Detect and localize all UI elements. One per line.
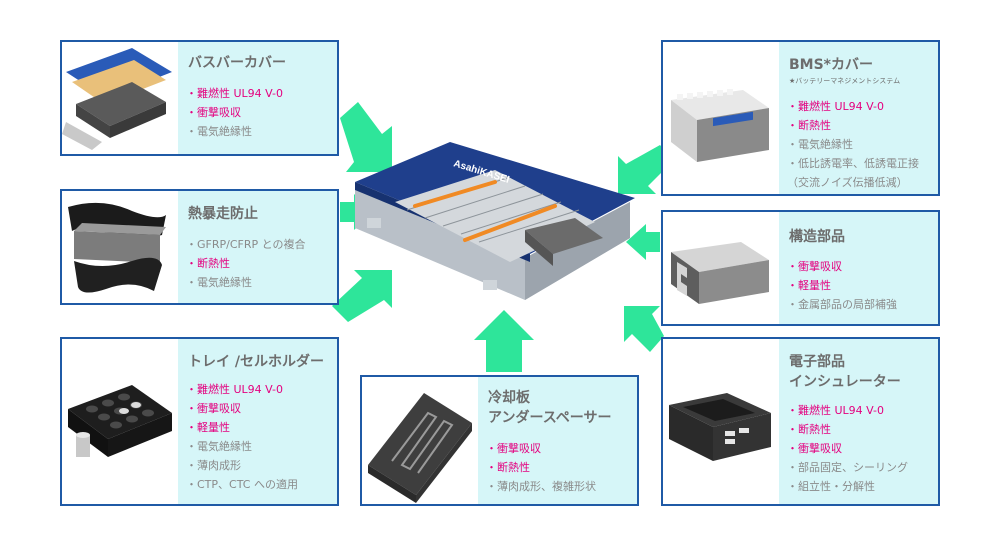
card-structural-parts: 構造部品 ・衝撃吸収 ・軽量性 ・金属部品の局部補強 <box>661 210 940 326</box>
tray-cell-holder-title: トレイ /セルホルダー <box>188 354 324 370</box>
thermal-runaway-text-panel: 熱暴走防止 ・GFRP/CFRP との複合 ・断熱性 ・電気絶縁性 <box>178 191 337 303</box>
feature-item: ・薄肉成形、複雑形状 <box>486 480 596 493</box>
feature-item: ・断熱性 <box>486 461 530 474</box>
feature-item: ・難燃性 UL94 V-0 <box>186 87 284 100</box>
bms-cover-title: BMS*カバー <box>789 57 874 73</box>
feature-item: （交流ノイズ伝播低減） <box>787 176 908 189</box>
feature-item: ・電気絶縁性 <box>787 138 853 151</box>
electronic-insulator-title-line2: インシュレーター <box>789 374 901 390</box>
thermal-runaway-image <box>62 191 178 303</box>
cooling-plate-title-line1: 冷却板 <box>488 390 530 406</box>
cooling-plate-title-line2: アンダースペーサー <box>488 410 612 426</box>
card-thermal-runaway: 熱暴走防止 ・GFRP/CFRP との複合 ・断熱性 ・電気絶縁性 <box>60 189 339 305</box>
feature-item: ・断熱性 <box>186 257 230 270</box>
electronic-insulator-text-panel: 電子部品 インシュレーター ・難燃性 UL94 V-0 ・断熱性 ・衝撃吸収 ・… <box>779 339 938 504</box>
busbar-cover-features: ・難燃性 UL94 V-0 ・衝撃吸収 ・電気絶縁性 <box>186 84 283 141</box>
feature-item: ・軽量性 <box>787 279 831 292</box>
feature-item: ・部品固定、シーリング <box>787 461 908 474</box>
busbar-cover-title: バスバーカバー <box>188 55 286 71</box>
structural-parts-title: 構造部品 <box>789 229 845 245</box>
feature-item: ・衝撃吸収 <box>186 106 241 119</box>
feature-item: ・CTP、CTC への適用 <box>186 478 298 491</box>
electronic-insulator-features: ・難燃性 UL94 V-0 ・断熱性 ・衝撃吸収 ・部品固定、シーリング ・組立… <box>787 401 908 496</box>
feature-item: ・電気絶縁性 <box>186 125 252 138</box>
structural-parts-features: ・衝撃吸収 ・軽量性 ・金属部品の局部補強 <box>787 257 897 314</box>
electronic-insulator-image <box>663 339 779 504</box>
card-electronic-insulator: 電子部品 インシュレーター ・難燃性 UL94 V-0 ・断熱性 ・衝撃吸収 ・… <box>661 337 940 506</box>
arrow-cooling <box>474 310 534 372</box>
feature-item: ・断熱性 <box>787 119 831 132</box>
arrow-structural <box>626 224 660 260</box>
feature-item: ・衝撃吸収 <box>787 442 842 455</box>
arrow-bms <box>618 145 674 194</box>
thermal-runaway-title: 熱暴走防止 <box>188 206 258 222</box>
card-cooling-plate: 冷却板 アンダースペーサー ・衝撃吸収 ・断熱性 ・薄肉成形、複雑形状 <box>360 375 639 506</box>
tray-cell-holder-text-panel: トレイ /セルホルダー ・難燃性 UL94 V-0 ・衝撃吸収 ・軽量性 ・電気… <box>178 339 337 504</box>
feature-item: ・電気絶縁性 <box>186 440 252 453</box>
cooling-plate-image <box>362 377 478 504</box>
feature-item: ・衝撃吸収 <box>186 402 241 415</box>
structural-parts-image <box>663 212 779 324</box>
busbar-cover-text-panel: バスバーカバー ・難燃性 UL94 V-0 ・衝撃吸収 ・電気絶縁性 <box>178 42 337 154</box>
battery-pack-illustration: AsahiKASEI <box>355 142 635 300</box>
feature-item: ・衝撃吸収 <box>486 442 541 455</box>
feature-item: ・軽量性 <box>186 421 230 434</box>
bms-cover-subtitle: ★バッテリーマネジメントシステム <box>789 77 901 85</box>
cooling-plate-features: ・衝撃吸収 ・断熱性 ・薄肉成形、複雑形状 <box>486 439 596 496</box>
feature-item: ・低比誘電率、低誘電正接 <box>787 157 919 170</box>
card-tray-cell-holder: トレイ /セルホルダー ・難燃性 UL94 V-0 ・衝撃吸収 ・軽量性 ・電気… <box>60 337 339 506</box>
feature-item: ・薄肉成形 <box>186 459 241 472</box>
arrow-electronic <box>624 306 664 352</box>
bms-cover-text-panel: BMS*カバー ★バッテリーマネジメントシステム ・難燃性 UL94 V-0 ・… <box>779 42 938 194</box>
card-bms-cover: BMS*カバー ★バッテリーマネジメントシステム ・難燃性 UL94 V-0 ・… <box>661 40 940 196</box>
feature-item: ・断熱性 <box>787 423 831 436</box>
tray-cell-holder-features: ・難燃性 UL94 V-0 ・衝撃吸収 ・軽量性 ・電気絶縁性 ・薄肉成形 ・C… <box>186 380 298 494</box>
electronic-insulator-title-line1: 電子部品 <box>789 354 845 370</box>
feature-item: ・衝撃吸収 <box>787 260 842 273</box>
feature-item: ・難燃性 UL94 V-0 <box>787 404 885 417</box>
bms-cover-image <box>663 42 779 194</box>
structural-parts-text-panel: 構造部品 ・衝撃吸収 ・軽量性 ・金属部品の局部補強 <box>779 212 938 324</box>
feature-item: ・GFRP/CFRP との複合 <box>186 238 306 251</box>
arrow-tray <box>332 270 392 322</box>
bms-cover-features: ・難燃性 UL94 V-0 ・断熱性 ・電気絶縁性 ・低比誘電率、低誘電正接 （… <box>787 97 919 192</box>
feature-item: ・難燃性 UL94 V-0 <box>186 383 284 396</box>
thermal-runaway-features: ・GFRP/CFRP との複合 ・断熱性 ・電気絶縁性 <box>186 235 306 292</box>
feature-item: ・難燃性 UL94 V-0 <box>787 100 885 113</box>
tray-cell-holder-image <box>62 339 178 504</box>
feature-item: ・電気絶縁性 <box>186 276 252 289</box>
cooling-plate-text-panel: 冷却板 アンダースペーサー ・衝撃吸収 ・断熱性 ・薄肉成形、複雑形状 <box>478 377 637 504</box>
arrow-busbar <box>340 102 392 172</box>
feature-item: ・金属部品の局部補強 <box>787 298 897 311</box>
feature-item: ・組立性・分解性 <box>787 480 875 493</box>
busbar-cover-image <box>62 42 178 154</box>
card-busbar-cover: バスバーカバー ・難燃性 UL94 V-0 ・衝撃吸収 ・電気絶縁性 <box>60 40 339 156</box>
